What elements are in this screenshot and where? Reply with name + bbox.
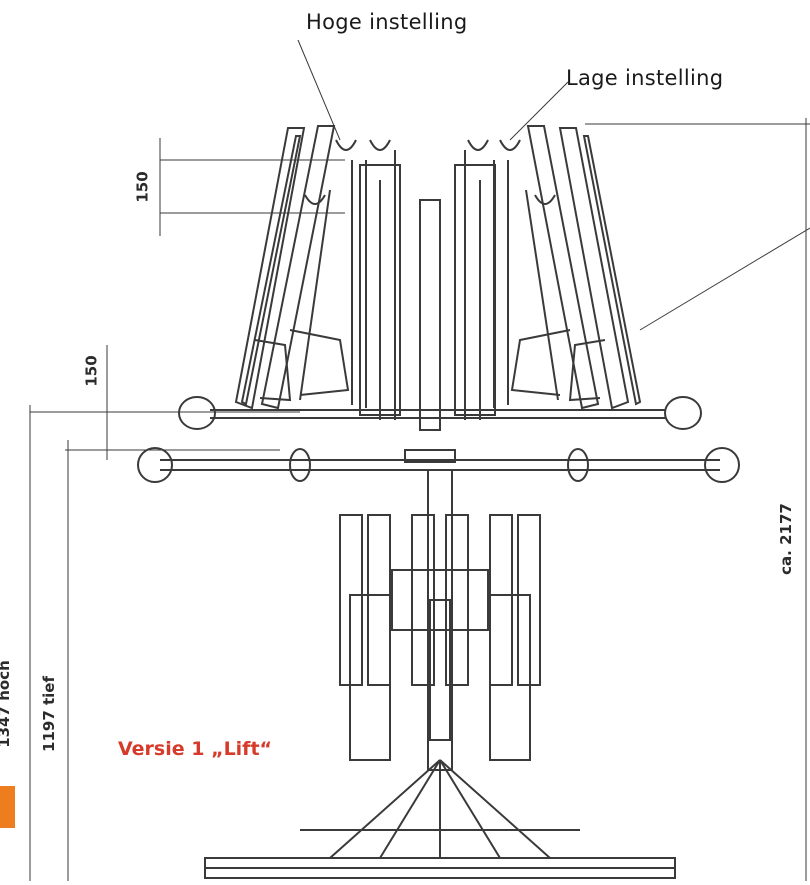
section-tab — [0, 786, 15, 828]
base — [204, 759, 676, 879]
leader-right — [639, 227, 810, 331]
label-low-setting: Lage instelling — [566, 66, 724, 90]
dim-height-high: 1347 hoch — [0, 660, 13, 748]
handle-lower-left — [137, 447, 173, 483]
dim-step-top: 150 — [133, 171, 152, 203]
handle-upper-left — [178, 396, 216, 430]
handle-lower-right — [704, 447, 740, 483]
version-label: Versie 1 „Lift“ — [118, 738, 273, 760]
dim-step-bottom: 150 — [82, 355, 101, 387]
leader-high — [297, 39, 341, 141]
left-frame — [359, 164, 401, 416]
right-frame — [454, 164, 496, 416]
dim-total-height: ca. 2177 — [776, 503, 795, 575]
hooks — [304, 139, 556, 205]
dimension-lines — [29, 118, 810, 881]
leader-low — [509, 81, 569, 141]
right-arms — [464, 125, 642, 420]
handle-upper-right — [664, 396, 702, 430]
left-arms — [234, 125, 396, 420]
dim-height-low: 1197 tief — [39, 676, 58, 752]
label-high-setting: Hoge instelling — [306, 10, 468, 34]
counterweights — [339, 514, 541, 761]
center-column — [419, 199, 441, 431]
